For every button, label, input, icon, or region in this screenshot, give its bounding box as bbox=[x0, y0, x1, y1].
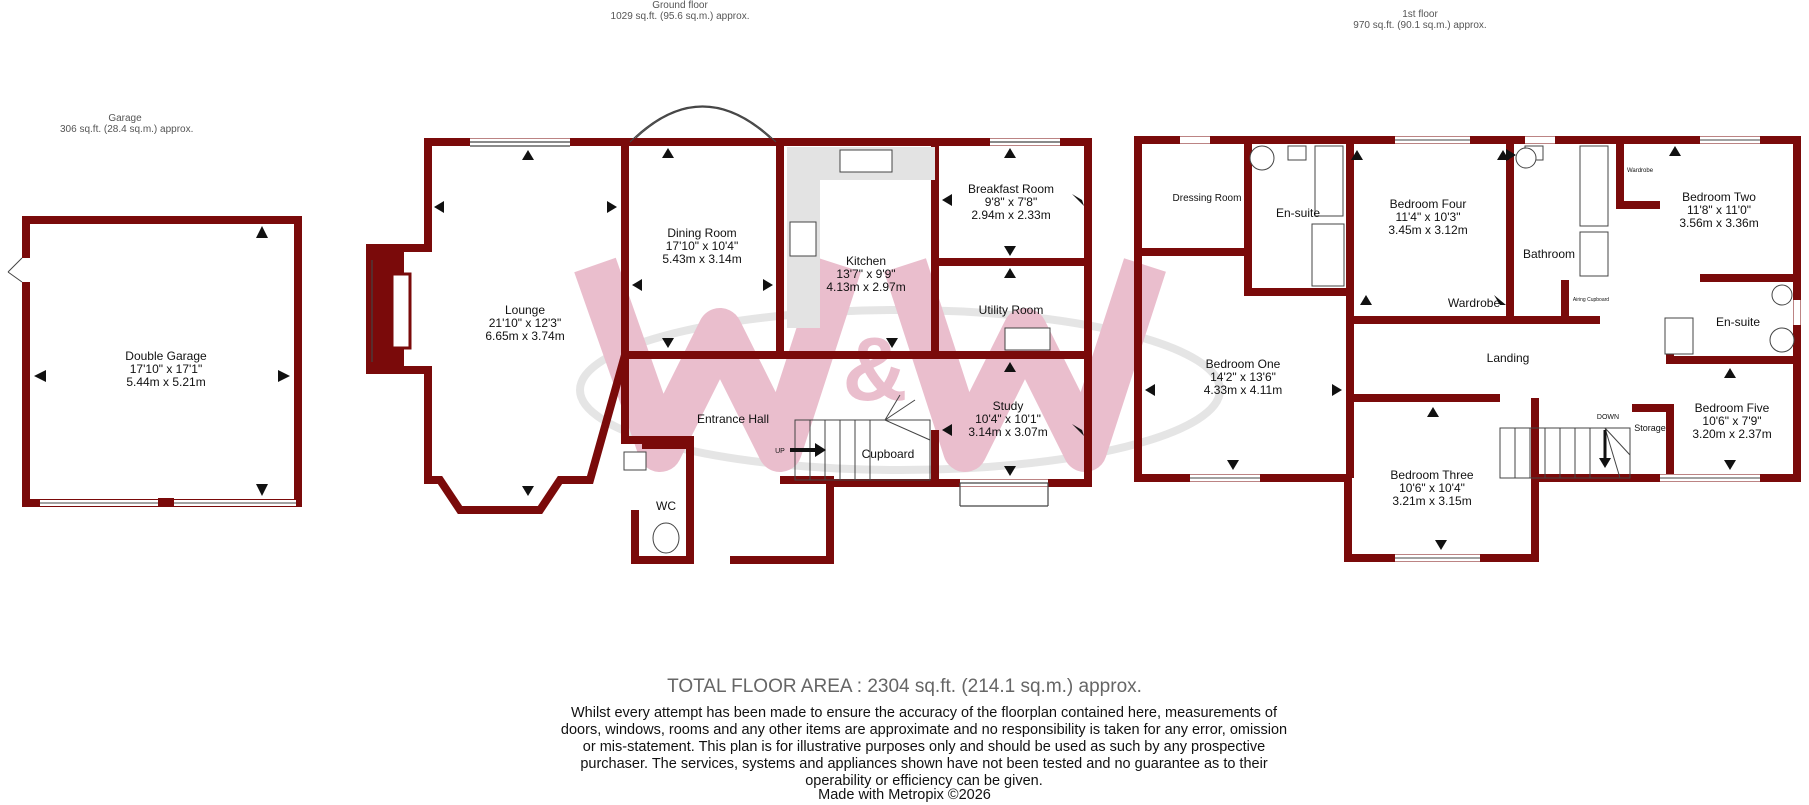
hob bbox=[789, 221, 817, 257]
garage-plan bbox=[7, 216, 302, 507]
lounge-imperial: 21'10" x 12'3" bbox=[489, 316, 562, 330]
utility-name: Utility Room bbox=[979, 303, 1044, 317]
storage-label: Storage bbox=[1634, 423, 1666, 433]
entrance-name: Entrance Hall bbox=[697, 412, 769, 426]
bed3-imperial: 10'6" x 10'4" bbox=[1399, 481, 1465, 495]
kitchen-imperial: 13'7" x 9'9" bbox=[836, 267, 895, 281]
garage-name: Double Garage bbox=[125, 349, 207, 363]
bed2-imperial: 11'8" x 11'0" bbox=[1687, 203, 1751, 217]
bed4-name: Bedroom Four bbox=[1390, 197, 1467, 211]
kitchen-metric: 4.13m x 2.97m bbox=[826, 280, 905, 294]
garage-metric: 5.44m x 5.21m bbox=[126, 375, 205, 389]
bed3-name: Bedroom Three bbox=[1390, 468, 1473, 482]
kitchen-sink bbox=[839, 149, 893, 173]
bed5-metric: 3.20m x 2.37m bbox=[1692, 427, 1771, 441]
landing-name: Landing bbox=[1487, 351, 1530, 365]
bed5-imperial: 10'6" x 7'9" bbox=[1702, 414, 1761, 428]
ground-arrows bbox=[434, 148, 1084, 496]
first-stairs bbox=[1499, 427, 1631, 479]
wc-name: WC bbox=[656, 499, 676, 513]
kitchen-counter bbox=[787, 147, 935, 328]
bed3-metric: 3.21m x 3.15m bbox=[1392, 494, 1471, 508]
ground-floor-title: Ground floor bbox=[652, 0, 708, 11]
ground-stairs bbox=[790, 394, 931, 481]
bed4-metric: 3.45m x 3.12m bbox=[1388, 223, 1467, 237]
utility-sink bbox=[1004, 327, 1051, 351]
disclaimer-text: Whilst every attempt has been made to en… bbox=[560, 705, 1288, 789]
first-floor-fixtures bbox=[1249, 145, 1795, 355]
airing-cupboard-label: Airing Cupboard bbox=[1573, 297, 1609, 303]
breakfast-metric: 2.94m x 2.33m bbox=[971, 208, 1050, 222]
ensuite2-name: En-suite bbox=[1716, 315, 1760, 329]
garage-header-title: Garage bbox=[108, 113, 142, 124]
breakfast-name: Breakfast Room bbox=[968, 182, 1054, 196]
first-floor-header: 1st floor 970 sq.ft. (90.1 sq.m.) approx… bbox=[1345, 9, 1495, 31]
breakfast-imperial: 9'8" x 7'8" bbox=[985, 195, 1037, 209]
ground-floor-area: 1029 sq.ft. (95.6 sq.m.) approx. bbox=[610, 11, 750, 22]
bed5-name: Bedroom Five bbox=[1695, 401, 1770, 415]
ground-floor-windows bbox=[371, 105, 1060, 507]
wardrobe-label: Wardrobe bbox=[1448, 296, 1501, 310]
ensuite1-name: En-suite bbox=[1276, 206, 1320, 220]
first-floor-windows bbox=[1180, 136, 1801, 562]
svg-text:&: & bbox=[843, 320, 908, 420]
wc-basin bbox=[623, 451, 647, 471]
cupboard-name: Cupboard bbox=[862, 447, 915, 461]
bed2-name: Bedroom Two bbox=[1682, 190, 1756, 204]
wardrobe-small-label: Wardrobe bbox=[1627, 168, 1654, 174]
study-metric: 3.14m x 3.07m bbox=[968, 425, 1047, 439]
study-imperial: 10'4" x 10'1" bbox=[975, 412, 1041, 426]
bed4-imperial: 11'4" x 10'3" bbox=[1396, 210, 1461, 224]
garage-imperial: 17'10" x 17'1" bbox=[130, 362, 203, 376]
bed1-imperial: 14'2" x 13'6" bbox=[1210, 370, 1276, 384]
garage-header: Garage 306 sq.ft. (28.4 sq.m.) approx. bbox=[60, 113, 194, 135]
bed1-name: Bedroom One bbox=[1206, 357, 1281, 371]
first-floor-area: 970 sq.ft. (90.1 sq.m.) approx. bbox=[1353, 20, 1487, 31]
ground-floor-header: Ground floor 1029 sq.ft. (95.6 sq.m.) ap… bbox=[600, 0, 760, 22]
stairs-down-label: DOWN bbox=[1597, 414, 1619, 421]
bed1-metric: 4.33m x 4.11m bbox=[1204, 383, 1282, 397]
total-floor-area: TOTAL FLOOR AREA : 2304 sq.ft. (214.1 sq… bbox=[667, 676, 1142, 697]
wc-toilet bbox=[652, 522, 680, 554]
stairs-up-label: UP bbox=[775, 448, 785, 455]
dressing-name: Dressing Room bbox=[1173, 193, 1242, 204]
made-with-credit: Made with Metropix ©2026 bbox=[818, 787, 991, 803]
dining-name: Dining Room bbox=[667, 226, 736, 240]
dining-imperial: 17'10" x 10'4" bbox=[666, 239, 739, 253]
study-name: Study bbox=[993, 399, 1024, 413]
dining-metric: 5.43m x 3.14m bbox=[662, 252, 741, 266]
first-floor-title: 1st floor bbox=[1402, 9, 1438, 20]
first-arrows bbox=[1145, 146, 1736, 550]
ground-floor-plan bbox=[366, 138, 1092, 564]
kitchen-name: Kitchen bbox=[846, 254, 886, 268]
garage-header-area: 306 sq.ft. (28.4 sq.m.) approx. bbox=[60, 124, 194, 135]
lounge-metric: 6.65m x 3.74m bbox=[485, 329, 564, 343]
bed2-metric: 3.56m x 3.36m bbox=[1679, 216, 1758, 230]
lounge-name: Lounge bbox=[505, 303, 545, 317]
bathroom-name: Bathroom bbox=[1523, 247, 1575, 261]
